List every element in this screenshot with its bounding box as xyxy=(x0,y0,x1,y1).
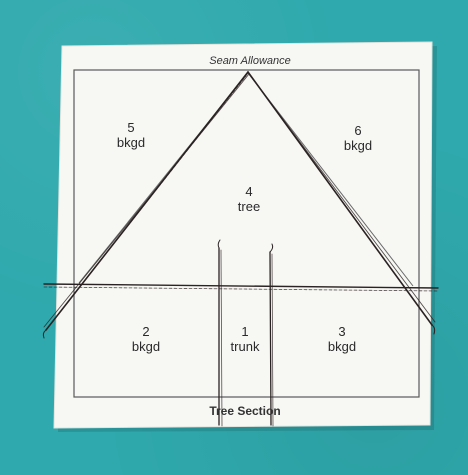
section-6-label: bkgd xyxy=(344,138,372,153)
header-seam-allowance: Seam Allowance xyxy=(209,55,291,67)
section-5-number: 5 xyxy=(127,120,134,135)
stitch-lines xyxy=(42,70,439,427)
footer-tree-section: Tree Section xyxy=(209,404,280,418)
section-6-number: 6 xyxy=(354,123,361,138)
section-1-number: 1 xyxy=(241,324,248,339)
section-3-number: 3 xyxy=(338,324,345,339)
section-1-label: trunk xyxy=(231,339,260,354)
section-5-label: bkgd xyxy=(117,135,145,150)
section-3-label: bkgd xyxy=(328,339,356,354)
section-4-label: tree xyxy=(238,199,260,214)
printed-border xyxy=(73,69,420,398)
section-4-number: 4 xyxy=(245,184,252,199)
section-2-label: bkgd xyxy=(132,339,160,354)
section-2-number: 2 xyxy=(142,324,149,339)
paper-sheet xyxy=(53,41,433,429)
